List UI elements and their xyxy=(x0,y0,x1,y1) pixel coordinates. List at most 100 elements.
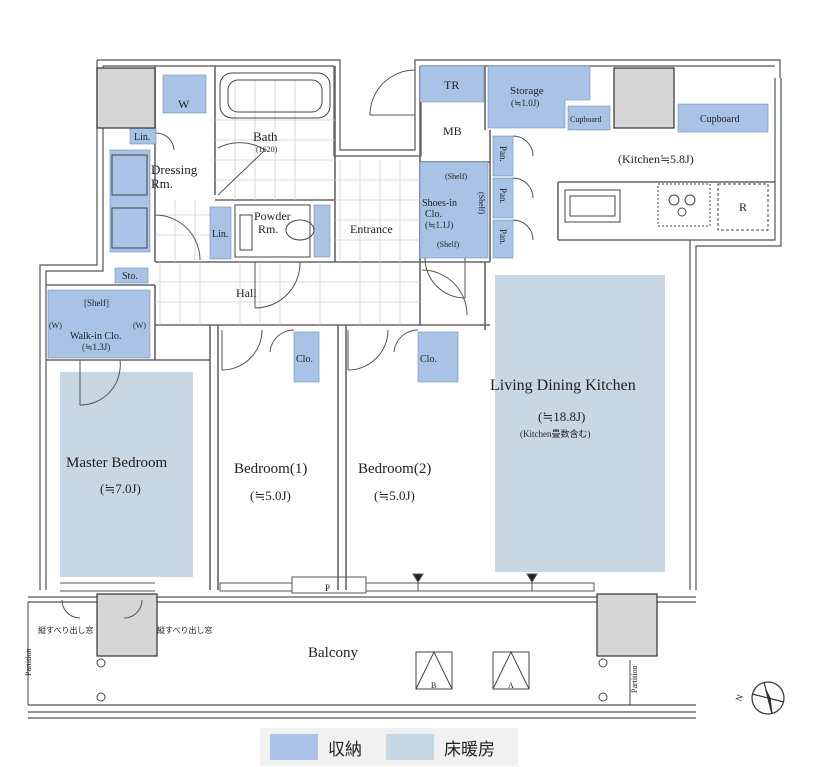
label-shoes1: Shoes-in xyxy=(422,198,457,209)
label-partition-left: Partition xyxy=(24,648,33,676)
door-bedroom1 xyxy=(221,329,263,371)
legend: 収納 床暖房 xyxy=(260,728,518,766)
label-window-right: 縦すべり出し窓 xyxy=(157,625,212,635)
storage-wic xyxy=(47,289,151,359)
refrigerator xyxy=(717,183,769,231)
label-wic2: (≒1.3J) xyxy=(82,342,110,352)
label-dressing2: Rm. xyxy=(151,176,173,191)
label-entrance: Entrance xyxy=(350,222,393,236)
door-entrance xyxy=(369,69,416,116)
label-bed1-size: (≒5.0J) xyxy=(250,488,291,503)
label-storage-size: (≒1.0J) xyxy=(511,98,539,108)
tile-grid xyxy=(155,80,420,325)
label-shelf-c: (Shelf) xyxy=(437,240,460,249)
bathtub xyxy=(219,72,331,119)
door-pantry xyxy=(512,135,534,241)
door-bedroom2 xyxy=(347,329,389,371)
label-ldk-size: (≒18.8J) xyxy=(538,409,585,424)
label-wic1: Walk-in Clo. xyxy=(70,331,121,342)
label-master-size: (≒7.0J) xyxy=(100,481,141,496)
storage-room xyxy=(487,65,591,129)
toilet-bowl xyxy=(285,219,315,241)
storage-dressing-left xyxy=(109,149,151,253)
door-clo2 xyxy=(393,329,419,353)
label-bath-size: (1620) xyxy=(256,145,278,154)
balcony-details xyxy=(27,602,631,705)
washbasin xyxy=(234,204,311,258)
label-r: R xyxy=(739,200,747,214)
label-wic-w2: (W) xyxy=(133,321,146,330)
label-p: P xyxy=(325,583,330,593)
compass xyxy=(751,681,785,715)
label-kitchen: (Kitchen≒5.8J) xyxy=(618,152,694,166)
storage-lin-mid xyxy=(209,206,232,260)
label-pan1: Pan. xyxy=(498,146,508,162)
floor-heating-ldk xyxy=(495,275,665,572)
label-cupboard1: Cupboard xyxy=(570,115,602,124)
label-wic-w1: (W) xyxy=(49,321,62,330)
label-cupboard2: Cupboard xyxy=(700,114,739,125)
storage-shoes xyxy=(419,161,489,259)
door-dressing xyxy=(154,214,201,261)
label-unit-a: A xyxy=(508,681,514,690)
label-compass: N xyxy=(733,693,745,703)
columns xyxy=(96,67,675,657)
label-shoes2: Clo. xyxy=(425,209,442,220)
storage-clo1 xyxy=(293,331,320,383)
floor-heating-master xyxy=(60,372,193,577)
door-ldk xyxy=(421,269,468,316)
storage-powder xyxy=(313,204,331,258)
storage-w xyxy=(162,74,207,114)
stove xyxy=(657,183,711,227)
fixtures xyxy=(111,72,769,258)
toilet-tank xyxy=(239,214,253,251)
washer-pan xyxy=(111,154,148,196)
legend-storage-swatch xyxy=(270,734,318,760)
label-bed2: Bedroom(2) xyxy=(358,461,431,477)
column-bottom-left xyxy=(96,593,158,657)
legend-floor-heating-label: 床暖房 xyxy=(444,739,495,759)
label-wic-shelf: [Shelf] xyxy=(84,298,109,308)
storage-clo2 xyxy=(417,331,459,383)
label-sto: Sto. xyxy=(122,271,138,282)
column-top-right xyxy=(613,67,675,129)
label-bed1: Bedroom(1) xyxy=(234,461,307,477)
legend-floor-heating: 床暖房 xyxy=(386,734,509,760)
label-shelf-b: (Shelf) xyxy=(477,192,486,215)
door-bath xyxy=(217,142,266,196)
storage-cupboard2 xyxy=(677,103,769,133)
label-hall: Hall xyxy=(236,286,257,300)
label-lin-top: Lin. xyxy=(134,132,150,143)
storage-cupboard1 xyxy=(567,105,611,131)
door-powder xyxy=(254,261,301,309)
label-pan2: Pan. xyxy=(498,188,508,204)
label-bed2-size: (≒5.0J) xyxy=(374,488,415,503)
label-ldk: Living Dining Kitchen xyxy=(490,377,636,394)
label-powder: Powder xyxy=(254,209,291,223)
legend-floor-heating-swatch xyxy=(386,734,434,760)
label-shoes3: (≒1.1J) xyxy=(425,220,453,230)
floor-heating-areas xyxy=(60,275,665,577)
label-powder2: Rm. xyxy=(258,222,278,236)
label-partition-right: Partition xyxy=(630,665,639,693)
label-ldk-note: (Kitchen畳数含む) xyxy=(520,428,590,439)
column-bottom-right xyxy=(596,593,658,657)
label-clo2: Clo. xyxy=(420,354,437,365)
window-vertical-left xyxy=(61,599,143,619)
room-labels: W Lin. Bath (1620) Dressing Rm. Powder R… xyxy=(24,78,747,703)
label-pan3: Pan. xyxy=(498,229,508,245)
sink-counter xyxy=(564,189,621,223)
window-sashes xyxy=(60,573,595,594)
label-w: W xyxy=(178,97,190,111)
door-master xyxy=(79,359,121,406)
storage-pan3 xyxy=(492,219,514,259)
door-clo1 xyxy=(269,329,295,353)
label-mb: MB xyxy=(443,124,462,138)
label-lin-mid: Lin. xyxy=(212,229,228,240)
legend-storage: 収納 xyxy=(270,734,376,760)
legend-storage-label: 収納 xyxy=(328,739,362,759)
label-bath: Bath xyxy=(253,129,278,144)
column-top-left xyxy=(96,67,156,129)
storage-sto xyxy=(114,267,149,284)
